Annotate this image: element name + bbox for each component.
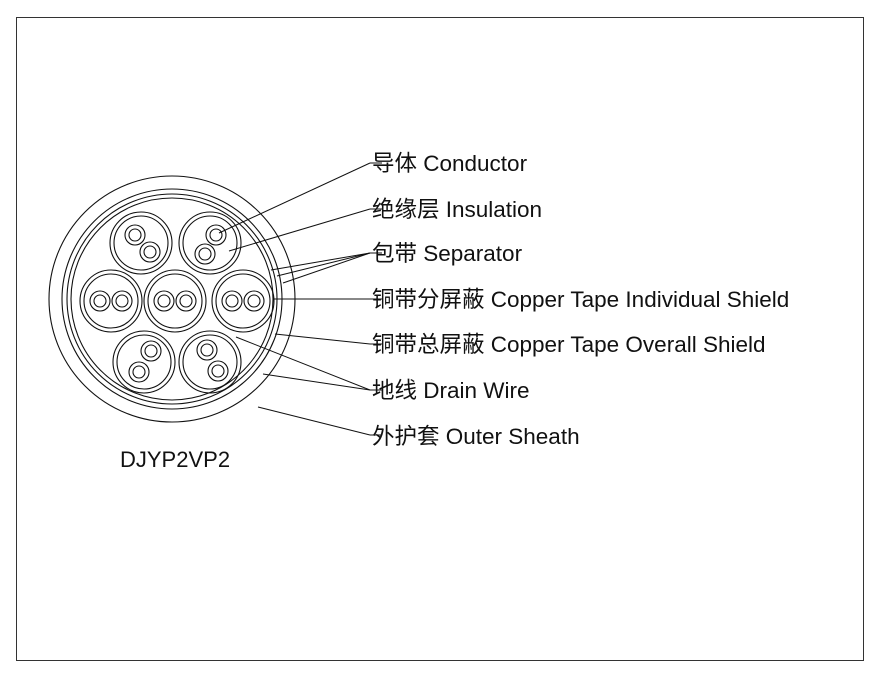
label-separator: 包带 Separator (372, 241, 523, 266)
label-individual-shield: 铜带分屏蔽 Copper Tape Individual Shield (372, 287, 789, 312)
pair-center (143, 269, 207, 333)
label-outer-sheath: 外护套 Outer Sheath (372, 424, 580, 449)
pair-top-left (109, 211, 173, 275)
label-conductor: 导体 Conductor (372, 151, 528, 176)
overall-shield-ring-inner (66, 193, 278, 405)
separator-ring (70, 197, 274, 401)
label-overall-shield: 铜带总屏蔽 Copper Tape Overall Shield (372, 332, 766, 357)
leader-lines (218, 162, 382, 436)
pair-middle-right (211, 269, 275, 333)
cable-model-label: DJYP2VP2 (120, 447, 230, 472)
label-drain-wire: 地线 Drain Wire (372, 378, 530, 403)
pair-bottom-right (178, 330, 242, 394)
label-insulation: 绝缘层 Insulation (372, 197, 542, 222)
pair-bottom-left (112, 330, 176, 394)
diagram-frame (16, 17, 864, 661)
pair-top-right (178, 211, 242, 275)
pair-middle-left (79, 269, 143, 333)
outer-sheath-ring (48, 175, 296, 423)
